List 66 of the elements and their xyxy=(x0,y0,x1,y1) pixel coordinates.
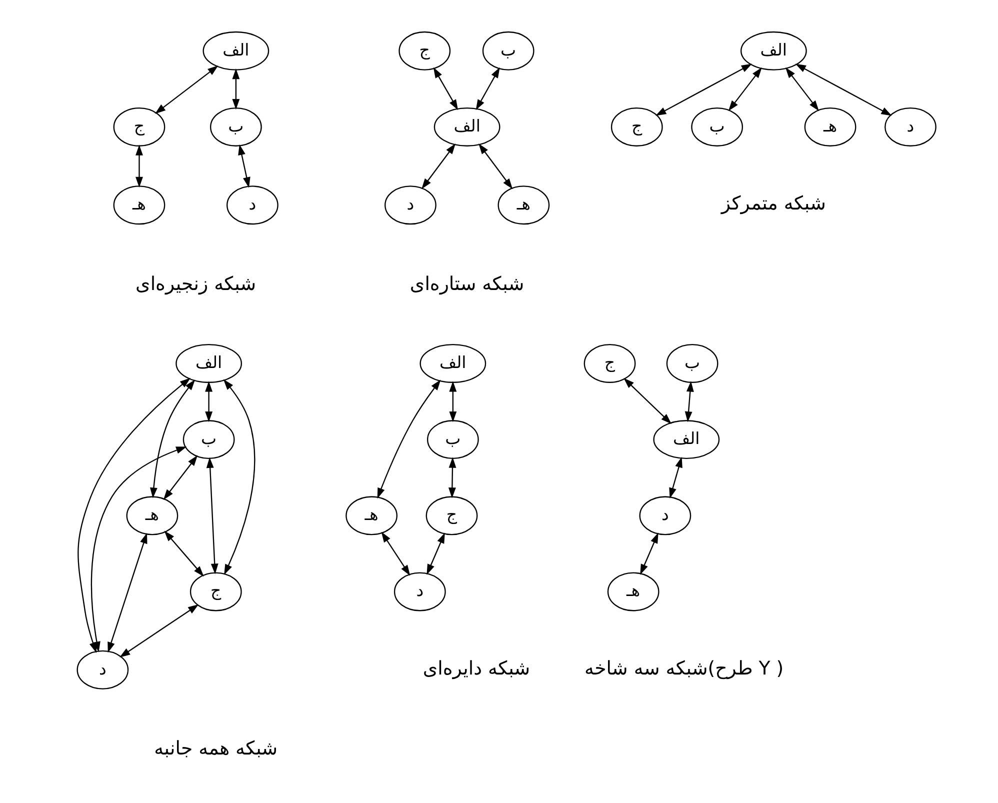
arrow xyxy=(222,379,255,575)
node-ellipse: ج xyxy=(610,107,662,146)
node-ellipse: د xyxy=(638,496,691,536)
node-ellipse: د xyxy=(384,186,436,225)
arrow xyxy=(376,380,440,499)
node-ellipse: الف xyxy=(740,31,806,70)
node-ellipse: هـ xyxy=(112,186,165,225)
node-ellipse: ب xyxy=(426,420,478,460)
node-ellipse: هـ xyxy=(497,186,550,225)
arrow xyxy=(794,64,892,116)
arrow xyxy=(655,64,752,116)
arrow xyxy=(119,604,198,658)
arrow xyxy=(135,144,142,188)
arrow xyxy=(684,381,694,422)
node-ellipse: د xyxy=(884,107,936,146)
arrow xyxy=(668,456,682,498)
arrow xyxy=(784,67,818,112)
node-ellipse: الف xyxy=(202,31,269,70)
arrow xyxy=(448,381,456,422)
label: شبکه دایره‌ای xyxy=(422,657,530,680)
node-ellipse: هـ xyxy=(345,496,397,536)
arrow xyxy=(478,144,512,190)
node-ellipse: هـ xyxy=(804,107,856,146)
node-ellipse: الف xyxy=(175,344,242,383)
arrow xyxy=(432,67,458,110)
label: شبکه متمرکز xyxy=(720,192,826,215)
node-ellipse: د xyxy=(393,572,446,612)
label: شبکه زنجیره‌ای xyxy=(135,272,256,295)
arrow xyxy=(238,144,250,188)
arrow xyxy=(206,457,218,574)
arrow xyxy=(421,144,456,190)
arrow xyxy=(162,455,198,500)
node-ellipse: ج xyxy=(189,572,242,612)
node-ellipse: الف xyxy=(652,420,720,460)
node-ellipse: هـ xyxy=(126,496,178,536)
arrow xyxy=(426,532,444,575)
node-ellipse: د xyxy=(226,186,278,225)
arrow xyxy=(150,380,195,498)
arrow xyxy=(232,68,240,110)
node-ellipse: ب xyxy=(690,107,743,146)
node-ellipse: ج xyxy=(425,496,478,536)
node-ellipse: د xyxy=(76,650,128,690)
node-ellipse: ب xyxy=(482,31,534,70)
arrow xyxy=(204,381,212,422)
node-ellipse: ب xyxy=(666,344,718,383)
arrow xyxy=(154,66,218,114)
node-ellipse: الف xyxy=(433,107,500,146)
arrow xyxy=(380,532,410,576)
arrow xyxy=(164,530,204,577)
arrow xyxy=(475,67,500,110)
node-ellipse: ج xyxy=(583,344,636,383)
label: شبکه همه جانبه xyxy=(154,738,278,760)
node-ellipse: الف xyxy=(419,344,486,383)
label: شبکه ستاره‌ای xyxy=(409,272,524,295)
arrow xyxy=(728,67,762,112)
arrow xyxy=(90,446,186,652)
node-ellipse: ج xyxy=(112,107,165,146)
label: شبکه سه شاخه(طرح Y ) xyxy=(584,657,784,680)
arrow xyxy=(640,532,658,575)
arrow xyxy=(448,457,456,498)
arrow xyxy=(623,378,672,424)
node-ellipse: ب xyxy=(210,107,262,146)
node-ellipse: هـ xyxy=(606,572,659,612)
node-ellipse: ج xyxy=(398,31,450,70)
arrow xyxy=(107,532,147,653)
node-ellipse: ب xyxy=(182,420,234,460)
